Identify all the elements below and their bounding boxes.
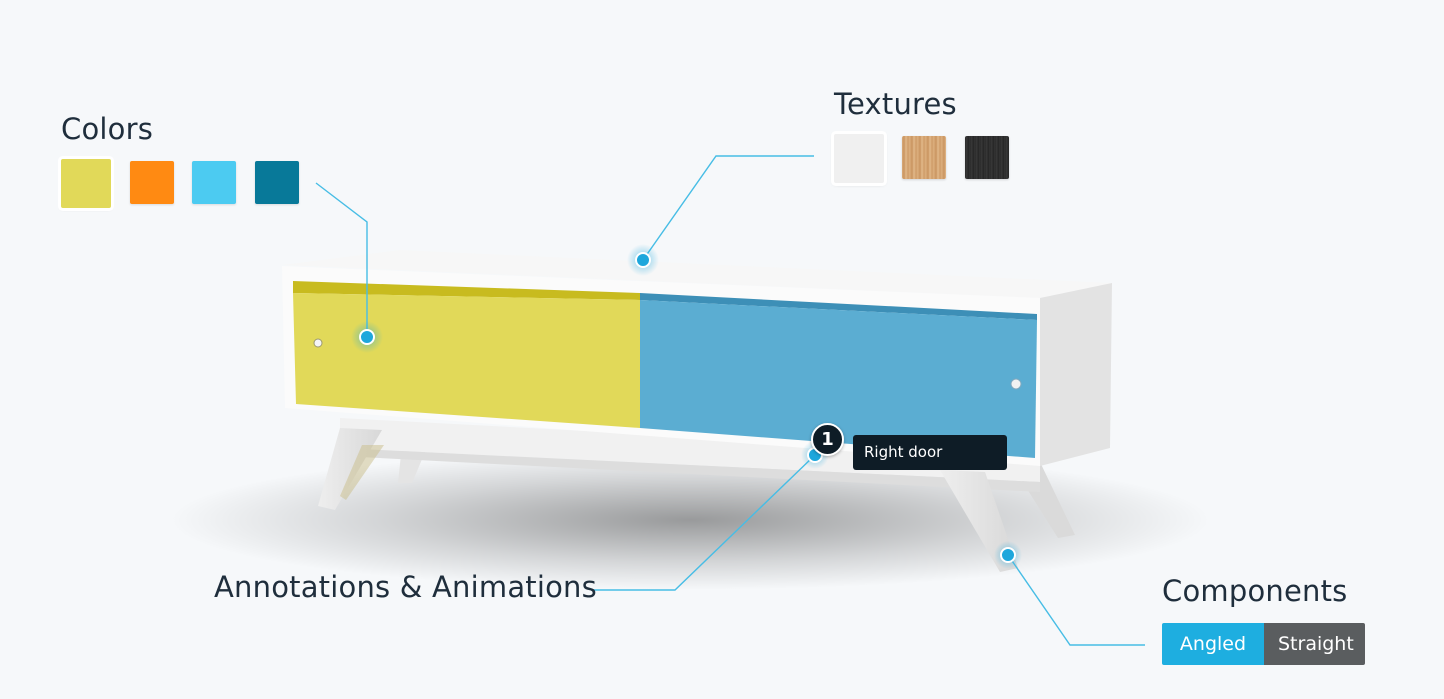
components-connector — [1007, 554, 1145, 646]
component-angled-button[interactable]: Angled — [1162, 623, 1264, 665]
left-door[interactable] — [293, 293, 640, 428]
components-title: Components — [1162, 574, 1348, 608]
hotspot-colors[interactable] — [351, 321, 383, 353]
texture-wood[interactable] — [902, 136, 946, 179]
colors-title: Colors — [61, 112, 154, 146]
components-toggle: Angled Straight — [1162, 623, 1365, 665]
texture-white[interactable] — [834, 134, 884, 183]
annotations-title: Annotations & Animations — [214, 570, 597, 604]
right-door-top-edge — [640, 293, 1037, 320]
cabinet-top — [282, 250, 1112, 298]
connector-lines — [315, 155, 1145, 646]
texture-dark[interactable] — [965, 136, 1009, 179]
color-swatch-dark-blue[interactable] — [255, 161, 299, 204]
left-door-top-edge — [293, 281, 640, 300]
color-swatch-yellow[interactable] — [61, 159, 111, 208]
annotation-tooltip: Right door — [853, 435, 1007, 470]
component-straight-button[interactable]: Straight — [1264, 623, 1365, 665]
annotation-badge[interactable]: 1 — [811, 423, 844, 456]
hotspot-components[interactable] — [994, 541, 1022, 569]
front-leg-left-inner — [340, 445, 384, 500]
color-swatch-light-blue[interactable] — [192, 161, 236, 204]
right-door-knob — [1010, 378, 1022, 390]
colors-connector — [315, 182, 368, 337]
color-swatch-orange[interactable] — [130, 161, 174, 204]
annotations-connector — [591, 454, 816, 591]
hotspot-textures[interactable] — [627, 244, 659, 276]
cabinet-side — [1040, 283, 1112, 466]
base-rail-shade — [340, 448, 1040, 492]
right-door[interactable] — [640, 300, 1037, 458]
left-door-knob — [313, 338, 323, 348]
textures-title: Textures — [834, 87, 957, 121]
textures-connector — [642, 155, 814, 261]
